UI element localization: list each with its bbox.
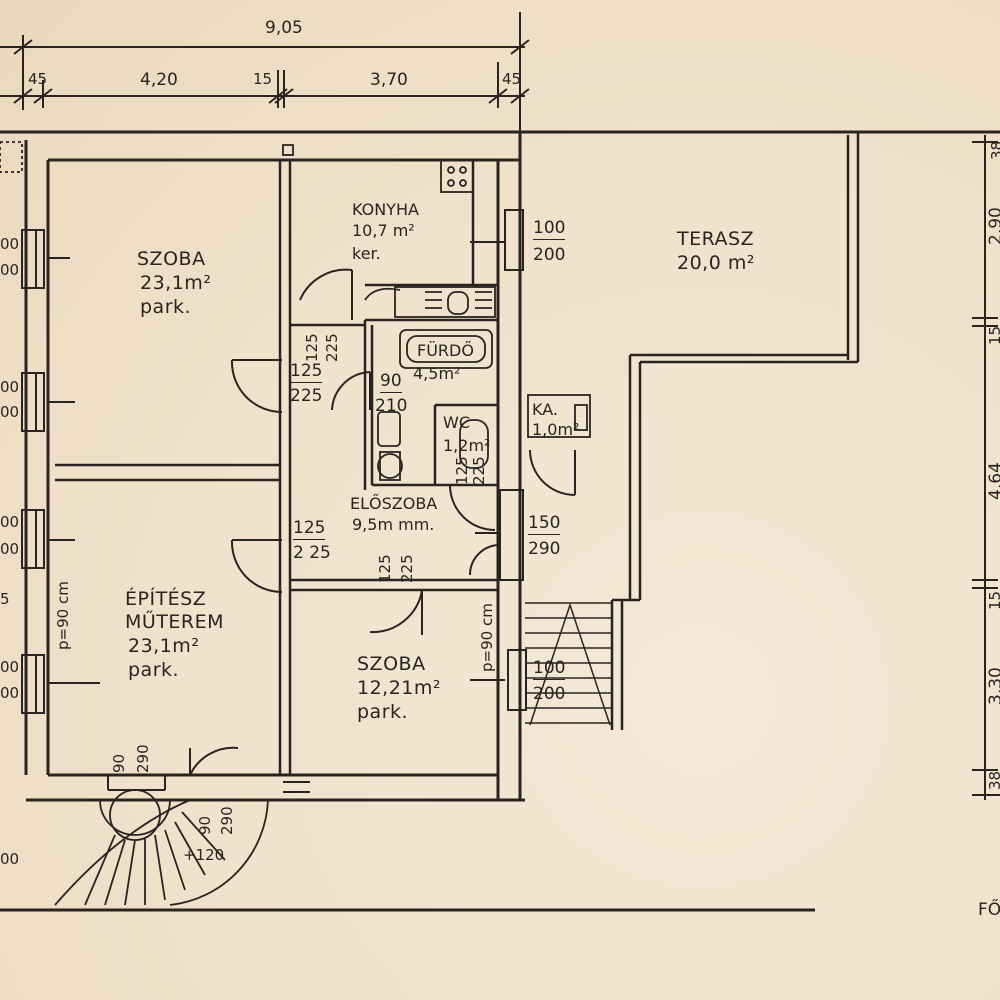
dim-top-1: 45	[28, 70, 48, 88]
left-misc: 5	[0, 590, 10, 608]
room-konyha-name: KONYHA	[352, 200, 419, 219]
room-szoba-small-name: SZOBA	[357, 653, 426, 675]
left-window-3a: 00	[0, 513, 20, 531]
corner-text: FŐ	[978, 900, 1000, 920]
szoba-small-door-height: 225	[398, 554, 416, 583]
room-epitesz-floor: park.	[128, 659, 180, 681]
room-szoba-small-floor: park.	[357, 701, 409, 723]
room-terasz-name: TERASZ	[677, 228, 755, 250]
room-eloszoba-name: ELŐSZOBA	[350, 494, 438, 513]
studio-door-width: 125	[293, 518, 326, 540]
furdo-door-height: 210	[375, 396, 408, 416]
dim-top-4: 3,70	[370, 70, 408, 90]
dim-right-3: 15	[986, 325, 1000, 345]
furdo-side-door-width: 125	[303, 333, 321, 362]
stair-level-note: +120	[183, 846, 225, 864]
dim-right-2: 2,90	[986, 207, 1000, 245]
wc-door-width: 125	[453, 456, 471, 485]
bottom-door-right-height: 290	[218, 806, 236, 835]
outer-walls	[0, 130, 1000, 912]
bottom-left-label: 00	[0, 850, 20, 868]
dim-top-3: 15	[253, 70, 273, 88]
dimension-lines-top	[0, 12, 530, 140]
szoba-small-door-width: 125	[376, 554, 394, 583]
left-window-1b: 00	[0, 261, 20, 279]
furdo-door-width: 90	[380, 371, 402, 393]
szoba-small-window-width: 100	[533, 658, 566, 680]
dim-right-5: 15	[986, 590, 1000, 610]
bottom-door-left-height: 290	[134, 744, 152, 773]
windows-left	[21, 229, 100, 714]
spiral-stair	[54, 789, 269, 906]
bottom-door-right-width: 90	[196, 815, 214, 835]
left-window-3b: 00	[0, 540, 20, 558]
bottom-door-left-width: 90	[110, 753, 128, 773]
left-window-2a: 00	[0, 378, 20, 396]
room-terasz-area: 20,0 m²	[677, 252, 755, 274]
furdo-side-door-height: 225	[323, 333, 341, 362]
studio-door-height: 2 25	[293, 543, 331, 563]
dim-right-4: 4,64	[986, 462, 1000, 500]
kitchen-window-height: 200	[533, 245, 566, 265]
dim-right-1: 38	[988, 140, 1000, 160]
windows-right	[107, 209, 527, 793]
entry-door-height: 290	[528, 539, 561, 559]
room-kamra-name: KA.	[532, 400, 558, 419]
door-swings	[189, 268, 576, 776]
wc-door-height: 225	[470, 456, 488, 485]
room-szoba-floor: park.	[140, 296, 192, 318]
terrace-outline	[610, 132, 860, 730]
room-epitesz-area: 23,1m²	[128, 635, 200, 657]
room-epitesz-name-1: ÉPÍTÉSZ	[125, 588, 207, 610]
room-konyha-floor: ker.	[352, 244, 381, 263]
room-eloszoba-area: 9,5m mm.	[352, 515, 435, 534]
parapet-left-note: p=90 cm	[54, 581, 72, 650]
room-wc-name: WC	[443, 413, 470, 432]
entry-door-width: 150	[528, 513, 561, 535]
kitchen-window-width: 100	[533, 218, 566, 240]
room-wc-area: 1,2m²	[443, 436, 491, 455]
dim-right-6: 3,30	[986, 667, 1000, 705]
fixtures	[0, 141, 591, 481]
room-szoba-area: 23,1m²	[140, 272, 212, 294]
interior-walls	[55, 160, 498, 775]
szoba-door-width: 125	[290, 361, 323, 383]
room-furdo-name: FÜRDŐ	[417, 341, 474, 360]
room-epitesz-name-2: MŰTEREM	[125, 611, 225, 633]
dimension-lines-right	[972, 135, 1000, 800]
szoba-door-height: 225	[290, 386, 323, 406]
room-furdo-area: 4,5m²	[413, 364, 461, 383]
room-szoba-name: SZOBA	[137, 248, 206, 270]
room-szoba-small-area: 12,21m²	[357, 677, 442, 699]
left-window-1a: 00	[0, 235, 20, 253]
left-window-4b: 00	[0, 684, 20, 702]
room-kamra-area: 1,0m²	[532, 420, 580, 439]
entrance-stairs	[525, 602, 612, 726]
dim-top-2: 4,20	[140, 70, 178, 90]
room-konyha-area: 10,7 m²	[352, 221, 415, 240]
parapet-right-note: p=90 cm	[478, 603, 496, 672]
dim-right-7: 38	[986, 770, 1000, 790]
left-window-4a: 00	[0, 658, 20, 676]
dim-total-width: 9,05	[265, 18, 303, 38]
dim-top-5: 45	[502, 70, 522, 88]
left-window-2b: 00	[0, 403, 20, 421]
szoba-small-window-height: 200	[533, 684, 566, 704]
